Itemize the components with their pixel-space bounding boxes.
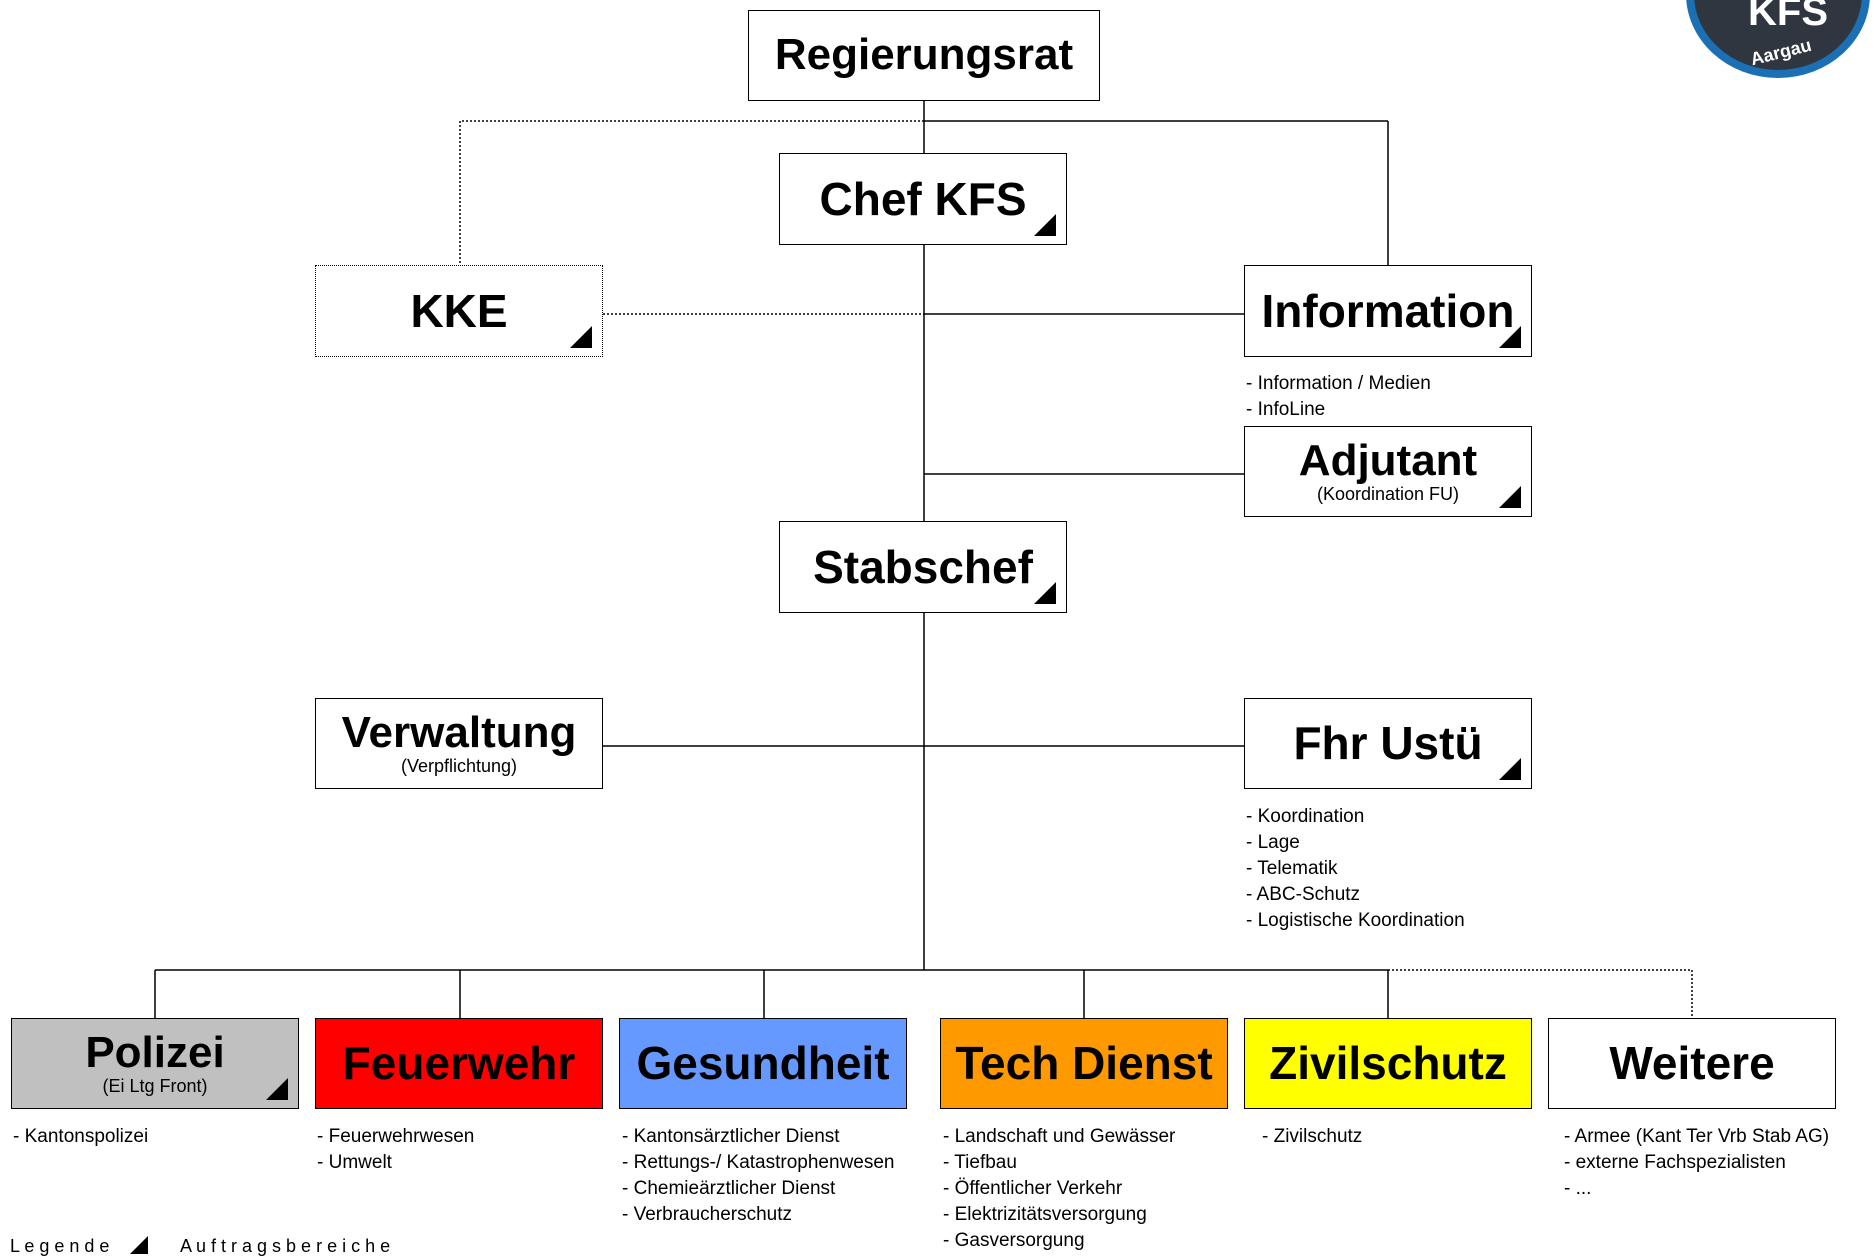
- list-item: - Tiefbau: [943, 1152, 1017, 1173]
- weitere-tasks: - Armee (Kant Ter Vrb Stab AG) - externe…: [1564, 1124, 1829, 1202]
- list-item: - Kantonsärztlicher Dienst: [622, 1126, 840, 1147]
- list-item: - Kantonspolizei: [13, 1126, 149, 1147]
- list-item: - Umwelt: [317, 1152, 392, 1173]
- feuerwehr-box: Feuerwehr: [315, 1018, 603, 1109]
- list-item: - Lage: [1246, 832, 1300, 853]
- list-item: - externe Fachspezialisten: [1564, 1152, 1786, 1173]
- information-title: Information: [1261, 284, 1515, 337]
- triangle-marker-icon: [1499, 758, 1521, 780]
- list-item: - Armee (Kant Ter Vrb Stab AG): [1564, 1126, 1830, 1147]
- fhr-ustue-tasks: - Koordination - Lage - Telematik - ABC-…: [1246, 804, 1465, 934]
- list-item: - Koordination: [1246, 806, 1365, 827]
- triangle-marker-icon: [1499, 486, 1521, 508]
- list-item: - Feuerwehrwesen: [317, 1126, 475, 1147]
- logo-ring-text: Aargau: [1748, 34, 1814, 70]
- triangle-marker-icon: [1034, 214, 1056, 236]
- list-item: - InfoLine: [1246, 399, 1326, 420]
- chef-kfs-title: Chef KFS: [819, 172, 1027, 225]
- gesundheit-box: Gesundheit: [619, 1018, 907, 1109]
- kke-box: KKE: [315, 265, 603, 357]
- zivilschutz-tasks: - Zivilschutz: [1262, 1124, 1362, 1150]
- verwaltung-subtitle: (Verpflichtung): [400, 755, 518, 776]
- adjutant-subtitle: (Koordination FU): [1316, 483, 1460, 504]
- regierungsrat-box: Regierungsrat: [748, 10, 1100, 101]
- tech-dienst-box: Tech Dienst: [940, 1018, 1228, 1109]
- verwaltung-box: Verwaltung (Verpflichtung): [315, 698, 603, 789]
- logo-main-text: KFS: [1748, 0, 1828, 34]
- list-item: - Rettungs-/ Katastrophenwesen: [622, 1152, 895, 1173]
- fhr-ustue-box: Fhr Ustü: [1244, 698, 1532, 789]
- feuerwehr-title: Feuerwehr: [342, 1037, 576, 1090]
- list-item: - Information / Medien: [1246, 373, 1431, 394]
- polizei-title: Polizei: [85, 1027, 225, 1077]
- triangle-marker-icon: [266, 1078, 288, 1100]
- adjutant-box: Adjutant (Koordination FU): [1244, 426, 1532, 517]
- triangle-marker-icon: [1499, 326, 1521, 348]
- weitere-box: Weitere: [1548, 1018, 1836, 1109]
- verwaltung-title: Verwaltung: [341, 707, 577, 757]
- gesundheit-title: Gesundheit: [636, 1037, 890, 1090]
- stabschef-title: Stabschef: [813, 540, 1033, 593]
- legend-description: A u f t r a g s b e r e i c h e: [180, 1236, 391, 1256]
- polizei-box: Polizei (Ei Ltg Front): [11, 1018, 299, 1109]
- list-item: - Zivilschutz: [1262, 1126, 1363, 1147]
- tech-dienst-title: Tech Dienst: [955, 1037, 1213, 1090]
- list-item: - Öffentlicher Verkehr: [943, 1178, 1123, 1199]
- list-item: - Elektrizitätsversorgung: [943, 1204, 1147, 1225]
- list-item: - ABC-Schutz: [1246, 884, 1361, 905]
- list-item: - Verbraucherschutz: [622, 1204, 793, 1225]
- kke-title: KKE: [410, 284, 508, 337]
- zivilschutz-box: Zivilschutz: [1244, 1018, 1532, 1109]
- triangle-marker-icon: [570, 326, 592, 348]
- weitere-title: Weitere: [1609, 1037, 1775, 1090]
- legend-triangle-icon: [130, 1236, 148, 1254]
- regierungsrat-title: Regierungsrat: [774, 30, 1074, 80]
- polizei-subtitle: (Ei Ltg Front): [102, 1075, 208, 1096]
- zivilschutz-title: Zivilschutz: [1269, 1037, 1507, 1090]
- polizei-tasks: - Kantonspolizei: [13, 1124, 148, 1150]
- list-item: - Chemieärztlicher Dienst: [622, 1178, 836, 1199]
- gesundheit-tasks: - Kantonsärztlicher Dienst - Rettungs-/ …: [622, 1124, 895, 1228]
- feuerwehr-tasks: - Feuerwehrwesen - Umwelt: [317, 1124, 474, 1176]
- information-tasks: - Information / Medien - InfoLine: [1246, 371, 1431, 423]
- legend-label: L e g e n d e: [10, 1236, 110, 1256]
- adjutant-title: Adjutant: [1298, 435, 1478, 485]
- information-box: Information: [1244, 265, 1532, 357]
- fhr-ustue-title: Fhr Ustü: [1293, 717, 1483, 770]
- list-item: - Telematik: [1246, 858, 1338, 879]
- list-item: - Gasversorgung: [943, 1230, 1085, 1251]
- tech-dienst-tasks: - Landschaft und Gewässer - Tiefbau - Öf…: [943, 1124, 1175, 1254]
- stabschef-box: Stabschef: [779, 521, 1067, 613]
- triangle-marker-icon: [1034, 582, 1056, 604]
- chef-kfs-box: Chef KFS: [779, 153, 1067, 245]
- list-item: - ...: [1564, 1178, 1592, 1199]
- list-item: - Landschaft und Gewässer: [943, 1126, 1176, 1147]
- list-item: - Logistische Koordination: [1246, 910, 1465, 931]
